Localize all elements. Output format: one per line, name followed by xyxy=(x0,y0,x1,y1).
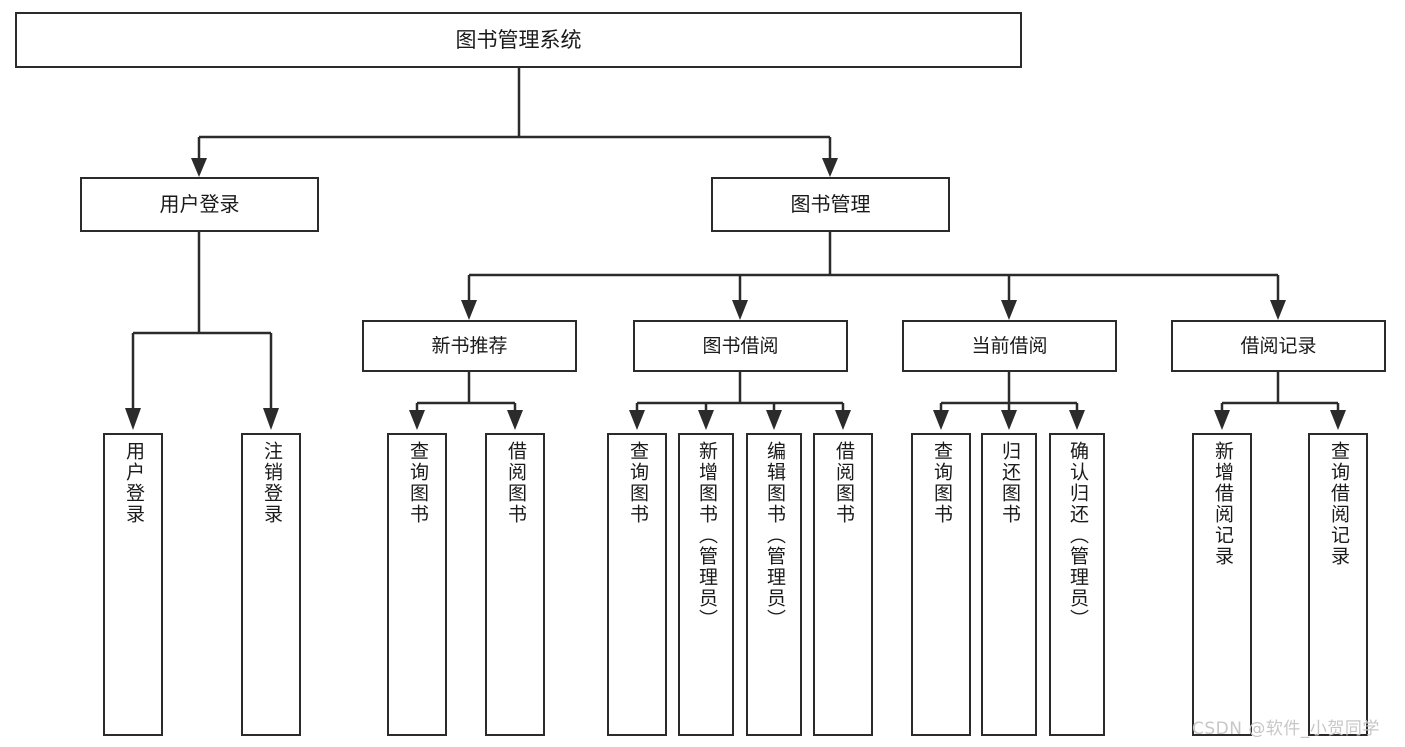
leaf-current-borrow-1-label: 查询图书 xyxy=(930,441,953,525)
leaf-book-borrow-3[interactable]: 编辑图书（管理员） xyxy=(746,433,802,736)
node-book-management[interactable]: 图书管理 xyxy=(711,177,950,232)
leaf-book-borrow-4-label: 借阅图书 xyxy=(832,441,855,525)
node-book-management-label: 图书管理 xyxy=(790,191,871,216)
leaf-borrow-record-1-label: 新增借阅记录 xyxy=(1211,441,1234,567)
leaf-book-borrow-3-label: 编辑图书（管理员） xyxy=(763,441,786,630)
arrowhead-userlogin-leaf-2 xyxy=(263,408,279,430)
arrowhead-bb-leaf-1 xyxy=(629,410,645,430)
node-book-borrow[interactable]: 图书借阅 xyxy=(633,320,848,372)
arrowhead-to-book-manage xyxy=(822,158,838,177)
arrowhead-to-user-login xyxy=(191,158,207,177)
node-root-label: 图书管理系统 xyxy=(455,27,582,52)
arrowhead-newbook-leaf-1 xyxy=(409,410,425,430)
leaf-current-borrow-2[interactable]: 归还图书 xyxy=(981,433,1037,736)
leaf-borrow-record-1[interactable]: 新增借阅记录 xyxy=(1192,433,1252,736)
leaf-current-borrow-3[interactable]: 确认归还（管理员） xyxy=(1049,433,1105,736)
arrowhead-bb-leaf-4 xyxy=(835,410,851,430)
node-new-book-recommend-label: 新书推荐 xyxy=(431,334,508,357)
leaf-book-borrow-4[interactable]: 借阅图书 xyxy=(813,433,873,736)
node-current-borrow[interactable]: 当前借阅 xyxy=(902,320,1117,372)
leaf-book-borrow-1[interactable]: 查询图书 xyxy=(607,433,667,736)
arrowhead-to-borrow-record xyxy=(1270,300,1286,320)
leaf-current-borrow-3-label: 确认归还（管理员） xyxy=(1066,441,1089,630)
leaf-borrow-record-2-label: 查询借阅记录 xyxy=(1327,441,1350,567)
leaf-current-borrow-1[interactable]: 查询图书 xyxy=(911,433,971,736)
leaf-new-book-2[interactable]: 借阅图书 xyxy=(485,433,545,736)
arrowhead-br-leaf-2 xyxy=(1330,410,1346,430)
arrowhead-br-leaf-1 xyxy=(1214,410,1230,430)
leaf-book-borrow-2-label: 新增图书（管理员） xyxy=(695,441,718,630)
leaf-user-login-1[interactable]: 用户登录 xyxy=(103,433,163,736)
node-current-borrow-label: 当前借阅 xyxy=(971,334,1048,357)
node-user-login[interactable]: 用户登录 xyxy=(80,177,319,232)
arrowhead-to-current-borrow xyxy=(1001,300,1017,320)
leaf-current-borrow-2-label: 归还图书 xyxy=(998,441,1021,525)
arrowhead-cb-leaf-2 xyxy=(1001,410,1017,430)
arrowhead-userlogin-leaf-1 xyxy=(125,408,141,430)
arrowhead-to-new-book xyxy=(461,300,477,320)
leaf-user-login-2-label: 注销登录 xyxy=(260,441,283,525)
arrowhead-bb-leaf-2 xyxy=(698,410,714,430)
leaf-book-borrow-1-label: 查询图书 xyxy=(626,441,649,525)
node-user-login-label: 用户登录 xyxy=(159,191,240,216)
node-borrow-record[interactable]: 借阅记录 xyxy=(1171,320,1386,372)
arrowhead-cb-leaf-3 xyxy=(1069,410,1085,430)
leaf-new-book-1-label: 查询图书 xyxy=(406,441,429,525)
leaf-new-book-2-label: 借阅图书 xyxy=(504,441,527,525)
leaf-user-login-2[interactable]: 注销登录 xyxy=(241,433,301,736)
arrowhead-bb-leaf-3 xyxy=(766,410,782,430)
node-book-borrow-label: 图书借阅 xyxy=(702,334,779,357)
arrowhead-to-book-borrow xyxy=(732,300,748,320)
watermark: CSDN @软件_小贺同学 xyxy=(1192,719,1380,739)
leaf-borrow-record-2[interactable]: 查询借阅记录 xyxy=(1308,433,1368,736)
leaf-user-login-1-label: 用户登录 xyxy=(122,441,145,525)
arrowhead-newbook-leaf-2 xyxy=(507,410,523,430)
leaf-book-borrow-2[interactable]: 新增图书（管理员） xyxy=(678,433,734,736)
node-new-book-recommend[interactable]: 新书推荐 xyxy=(362,320,577,372)
leaf-new-book-1[interactable]: 查询图书 xyxy=(387,433,447,736)
node-root[interactable]: 图书管理系统 xyxy=(15,12,1022,68)
arrowhead-cb-leaf-1 xyxy=(933,410,949,430)
node-borrow-record-label: 借阅记录 xyxy=(1240,334,1317,357)
